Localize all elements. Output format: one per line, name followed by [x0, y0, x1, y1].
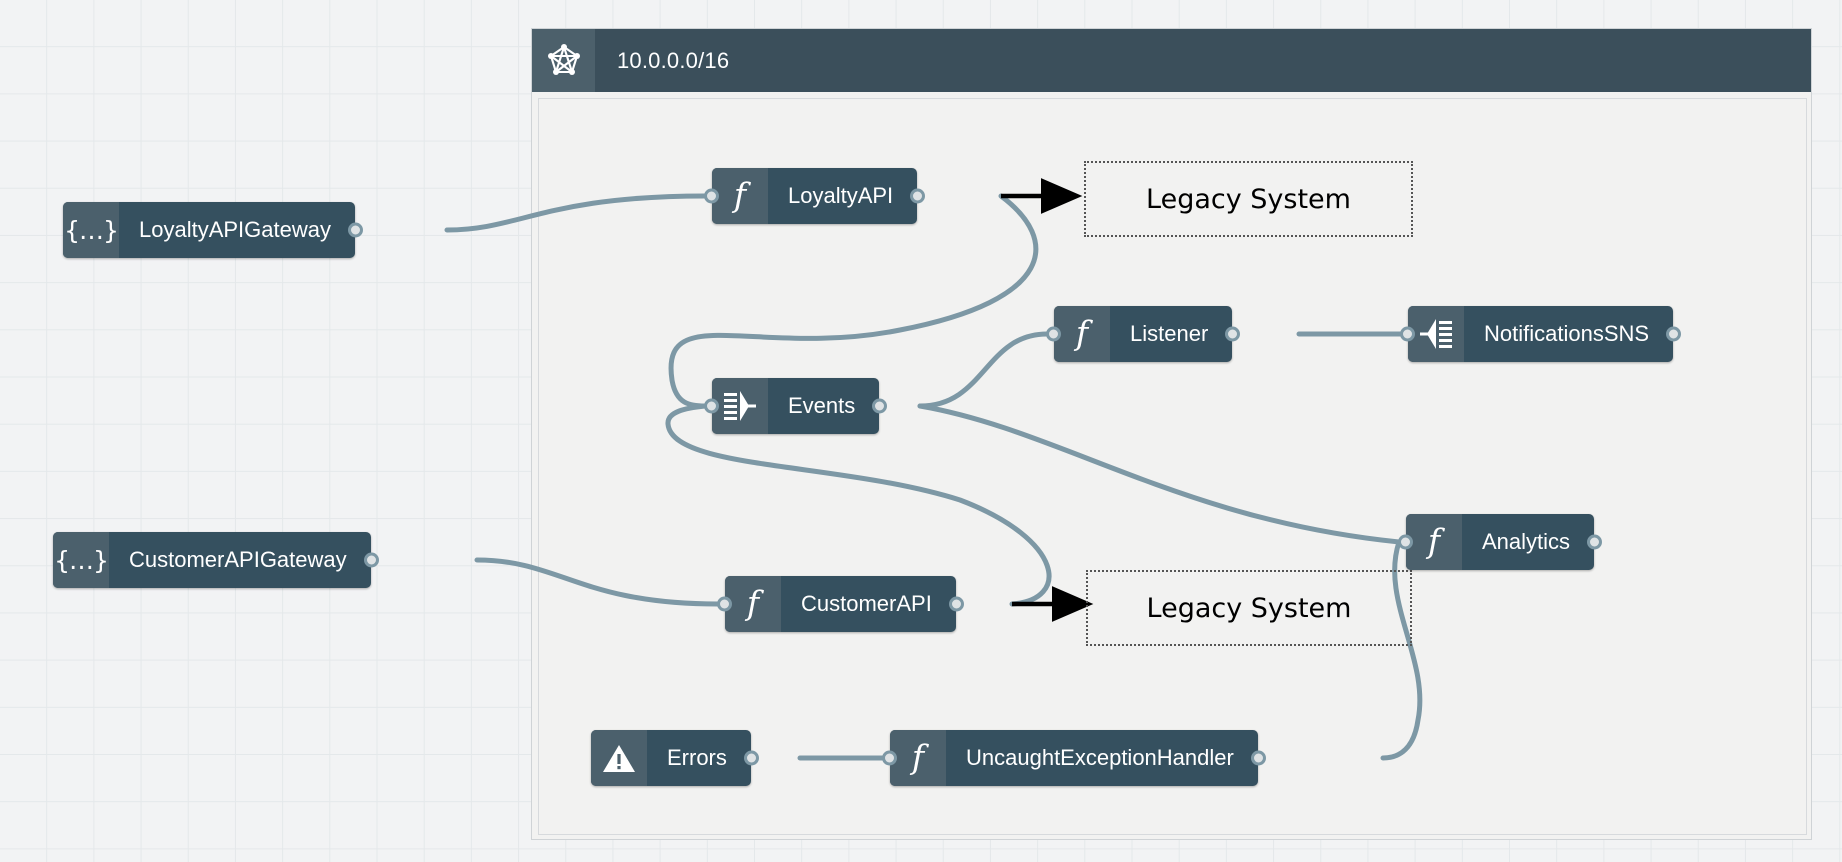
node-label: CustomerAPIGateway: [129, 547, 347, 572]
warning-triangle-icon: [591, 730, 647, 786]
node-label: CustomerAPI: [801, 591, 932, 616]
lambda-function-icon: 𝑓: [1054, 306, 1110, 362]
vpc-group[interactable]: 10.0.0.0/16: [531, 28, 1812, 840]
node-events[interactable]: Events: [704, 378, 888, 434]
node-port-in[interactable]: [704, 188, 719, 204]
node-port-out[interactable]: [1250, 750, 1266, 766]
node-port-out[interactable]: [948, 596, 964, 612]
node-label: Events: [788, 393, 856, 418]
node-port-in[interactable]: [1400, 326, 1415, 342]
node-label: Listener: [1130, 321, 1209, 346]
node-port-out[interactable]: [1225, 326, 1241, 342]
node-listener[interactable]: 𝑓 Listener: [1046, 306, 1241, 362]
node-port-out[interactable]: [872, 398, 888, 414]
node-label: Analytics: [1482, 529, 1571, 554]
node-customer-api-gateway[interactable]: {…} CustomerAPIGateway: [53, 532, 379, 588]
node-port-in[interactable]: [704, 398, 719, 414]
node-uncaught-exception-handler[interactable]: 𝑓 UncaughtExceptionHandler: [882, 730, 1266, 786]
legacy-system-label: Legacy System: [1146, 183, 1351, 215]
json-braces-icon: {…}: [63, 202, 119, 258]
lambda-function-icon: 𝑓: [890, 730, 946, 786]
lambda-function-icon: 𝑓: [712, 168, 768, 224]
legacy-system-loyalty: Legacy System: [1084, 161, 1413, 237]
sns-topic-icon: [1408, 306, 1464, 362]
event-bus-icon: [712, 378, 768, 434]
node-loyalty-api[interactable]: 𝑓 LoyaltyAPI: [704, 168, 926, 224]
node-customer-api[interactable]: 𝑓 CustomerAPI: [717, 576, 964, 632]
node-port-out[interactable]: [743, 750, 759, 766]
json-braces-icon: {…}: [53, 532, 109, 588]
node-analytics[interactable]: 𝑓 Analytics: [1398, 514, 1603, 570]
node-label: NotificationsSNS: [1484, 321, 1650, 346]
node-label: LoyaltyAPIGateway: [139, 217, 331, 242]
lambda-function-icon: 𝑓: [1406, 514, 1462, 570]
legacy-system-label: Legacy System: [1146, 592, 1352, 624]
node-errors[interactable]: Errors: [591, 730, 759, 786]
node-port-in[interactable]: [717, 596, 732, 612]
node-port-out[interactable]: [347, 222, 363, 238]
node-label: UncaughtExceptionHandler: [966, 745, 1234, 770]
node-label: Errors: [667, 745, 727, 770]
node-port-in[interactable]: [1398, 534, 1413, 550]
node-port-out[interactable]: [1587, 534, 1603, 550]
node-notifications-sns[interactable]: NotificationsSNS: [1400, 306, 1682, 362]
node-label: LoyaltyAPI: [788, 183, 894, 208]
node-port-out[interactable]: [363, 552, 379, 568]
legacy-system-customer: Legacy System: [1086, 570, 1412, 646]
node-port-out[interactable]: [910, 188, 926, 204]
node-port-in[interactable]: [882, 750, 897, 766]
network-mesh-icon: [532, 29, 595, 92]
node-port-out[interactable]: [1666, 326, 1682, 342]
vpc-title: 10.0.0.0/16: [617, 47, 730, 73]
lambda-function-icon: 𝑓: [725, 576, 781, 632]
node-loyalty-api-gateway[interactable]: {…} LoyaltyAPIGateway: [63, 202, 363, 258]
vpc-group-header: 10.0.0.0/16: [532, 29, 1811, 92]
node-port-in[interactable]: [1046, 326, 1061, 342]
